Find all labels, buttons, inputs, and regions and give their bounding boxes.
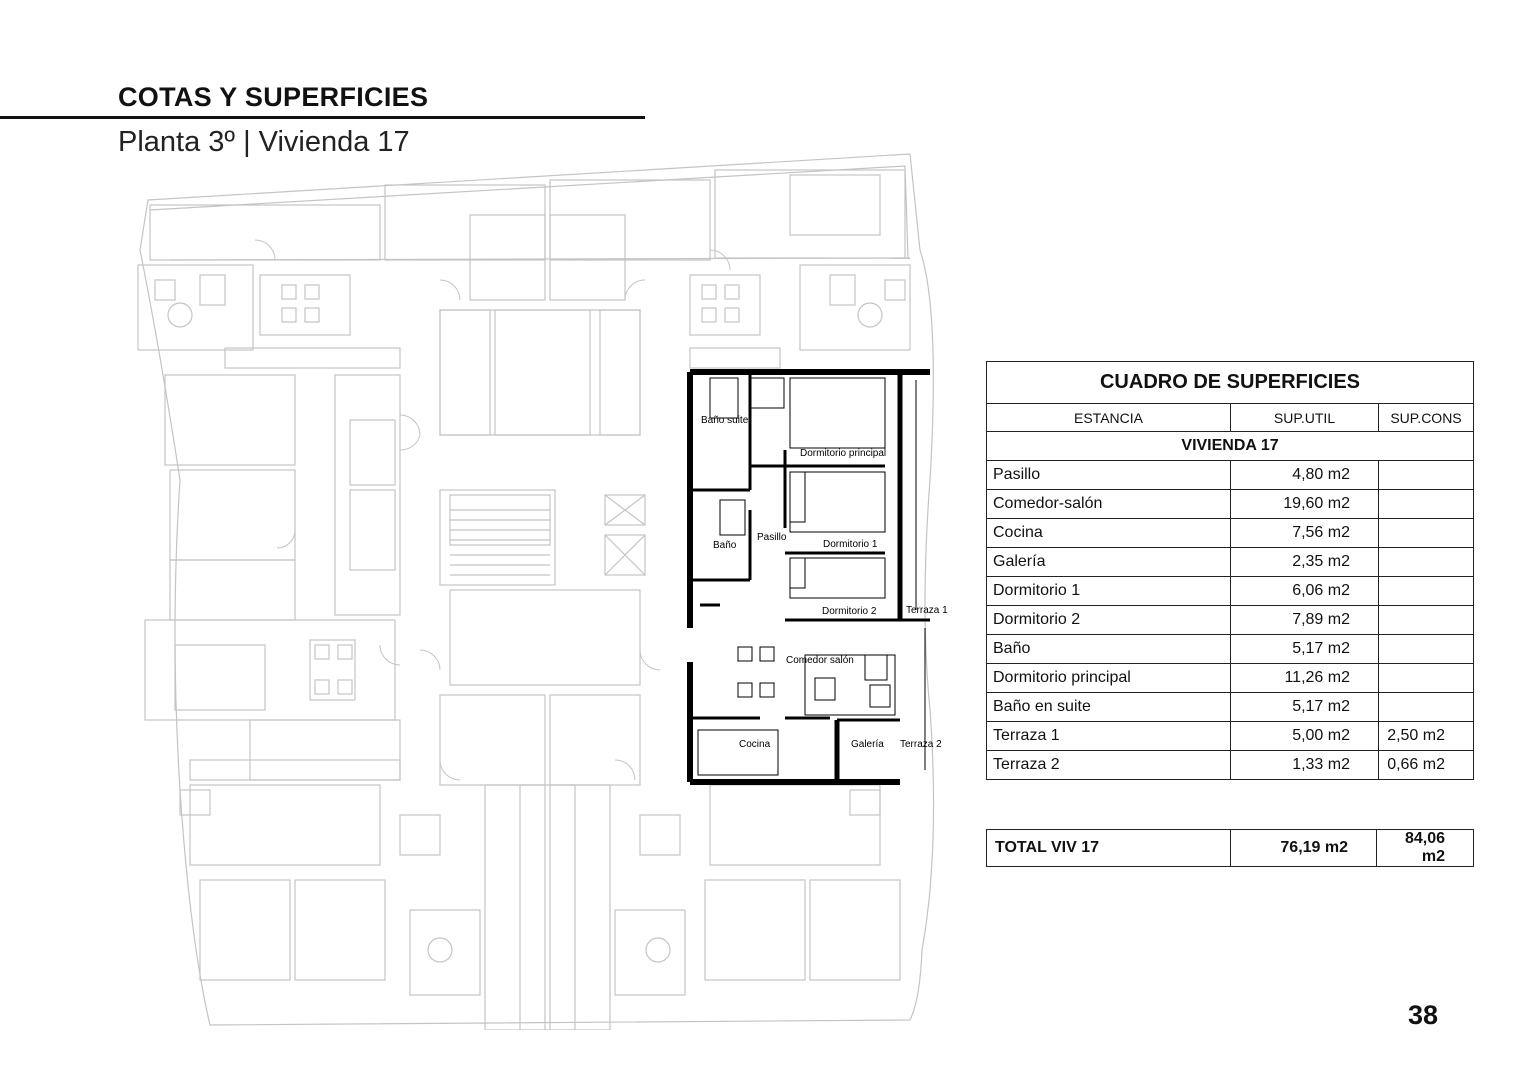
cell-util: 4,80 m2 [1230,460,1379,490]
label-terraza-2: Terraza 2 [900,739,942,750]
cell-cons [1378,605,1474,635]
label-pasillo: Pasillo [757,532,787,543]
cell-cons [1378,663,1474,693]
cell-util: 1,33 m2 [1230,750,1379,780]
cell-estancia: Pasillo [986,460,1231,490]
table-row: Baño 5,17 m2 [986,634,1474,664]
table-row: Dormitorio principal 11,26 m2 [986,663,1474,693]
header-estancia: ESTANCIA [986,403,1231,432]
label-cocina: Cocina [739,739,771,750]
cell-cons [1378,460,1474,490]
cell-cons: 0,66 m2 [1378,750,1474,780]
cell-estancia: Dormitorio 1 [986,576,1231,606]
cell-util: 5,00 m2 [1230,721,1379,751]
floor-plan: Baño suite Dormitorio principal Baño Pas… [137,153,948,1030]
table-row: Terraza 2 1,33 m2 0,66 m2 [986,750,1474,780]
label-dormitorio-1: Dormitorio 1 [823,539,878,550]
cell-util: 5,17 m2 [1230,634,1379,664]
label-bano-suite: Baño suite [701,415,749,426]
table-caption: CUADRO DE SUPERFICIES [986,361,1474,404]
cell-util: 7,89 m2 [1230,605,1379,635]
cell-cons [1378,634,1474,664]
cell-estancia: Dormitorio principal [986,663,1231,693]
building-outline [139,153,935,1026]
title-rule [0,116,645,119]
cell-estancia: Baño en suite [986,692,1231,722]
total-label: TOTAL VIV 17 [986,829,1231,867]
total-util: 76,19 m2 [1230,829,1377,867]
cell-cons [1378,576,1474,606]
page-number: 38 [1408,1000,1439,1030]
cell-util: 2,35 m2 [1230,547,1379,577]
cell-util: 5,17 m2 [1230,692,1379,722]
page-subtitle: Planta 3º | Vivienda 17 [118,126,410,158]
table-row: Dormitorio 1 6,06 m2 [986,576,1474,606]
table-row: Dormitorio 2 7,89 m2 [986,605,1474,635]
label-terraza-1: Terraza 1 [906,605,948,616]
header-sup-cons: SUP.CONS [1378,403,1474,432]
cell-estancia: Baño [986,634,1231,664]
cell-util: 6,06 m2 [1230,576,1379,606]
total-cons: 84,06 m2 [1376,829,1474,867]
cell-estancia: Terraza 1 [986,721,1231,751]
cell-estancia: Cocina [986,518,1231,548]
table-row: Terraza 1 5,00 m2 2,50 m2 [986,721,1474,751]
label-comedor-salon: Comedor salón [786,655,854,666]
cell-util: 7,56 m2 [1230,518,1379,548]
cell-estancia: Terraza 2 [986,750,1231,780]
cell-util: 19,60 m2 [1230,489,1379,519]
surfaces-table: CUADRO DE SUPERFICIES ESTANCIA SUP.UTIL … [986,361,1474,780]
cell-estancia: Dormitorio 2 [986,605,1231,635]
table-row: Pasillo 4,80 m2 [986,460,1474,490]
total-table: TOTAL VIV 17 76,19 m2 84,06 m2 [986,829,1474,867]
unit-title: VIVIENDA 17 [986,431,1474,461]
cell-cons [1378,547,1474,577]
cell-util: 11,26 m2 [1230,663,1379,693]
vivienda-17-highlight [687,369,930,785]
table-row: Comedor-salón 19,60 m2 [986,489,1474,519]
label-galeria: Galería [851,739,884,750]
total-row: TOTAL VIV 17 76,19 m2 84,06 m2 [986,829,1474,867]
header-sup-util: SUP.UTIL [1230,403,1379,432]
table-row: Galería 2,35 m2 [986,547,1474,577]
cell-cons [1378,518,1474,548]
cell-cons: 2,50 m2 [1378,721,1474,751]
label-bano: Baño [713,540,737,551]
label-dormitorio-principal: Dormitorio principal [800,448,886,459]
table-row: Baño en suite 5,17 m2 [986,692,1474,722]
cell-cons [1378,692,1474,722]
page-title: COTAS Y SUPERFICIES [118,82,429,112]
cell-cons [1378,489,1474,519]
cell-estancia: Comedor-salón [986,489,1231,519]
cell-estancia: Galería [986,547,1231,577]
label-dormitorio-2: Dormitorio 2 [822,606,877,617]
table-row: Cocina 7,56 m2 [986,518,1474,548]
